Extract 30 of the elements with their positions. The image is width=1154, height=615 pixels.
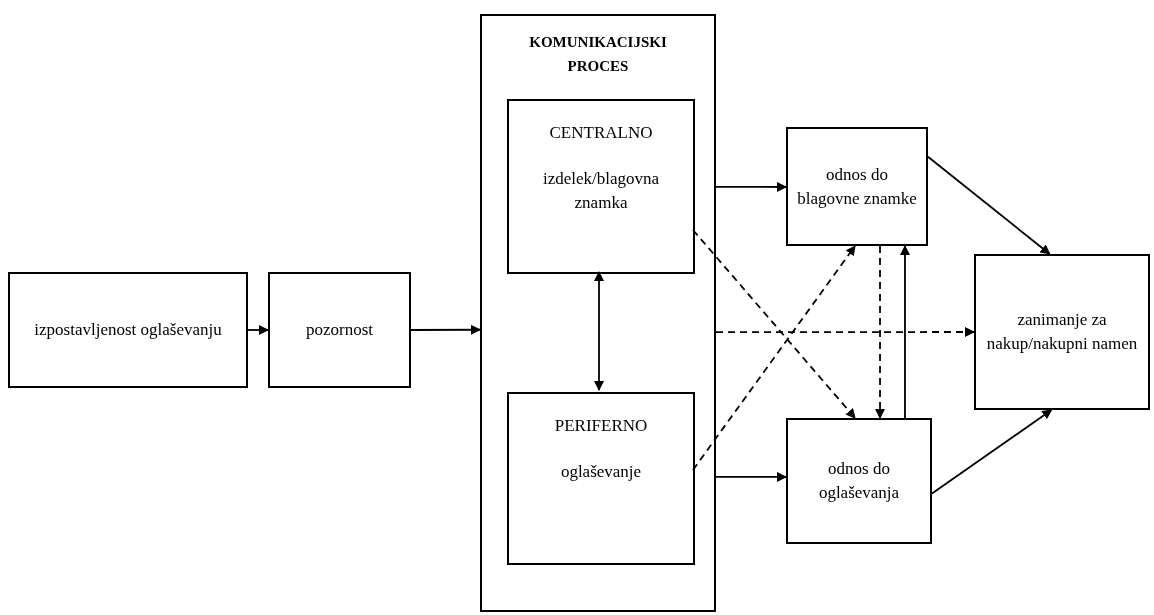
arrow	[715, 327, 975, 337]
process-container	[480, 14, 716, 612]
arrow	[715, 471, 787, 482]
arrow	[692, 229, 856, 419]
arrow	[900, 245, 910, 419]
box-heading: PERIFERNO	[554, 415, 648, 437]
arrow	[247, 325, 269, 335]
arrow	[692, 245, 856, 471]
box-text: pozornost	[305, 319, 373, 341]
arrow	[715, 181, 787, 192]
box-text: izpostavljenost oglaševanju	[34, 319, 222, 341]
arrow	[927, 155, 1051, 255]
process-box	[268, 272, 411, 388]
box-text: odnos do blagovne znamke	[796, 163, 918, 210]
process-box	[786, 127, 928, 246]
box-heading: CENTRALNO	[549, 122, 653, 144]
box-text: odnos do oglaševanja	[817, 458, 901, 504]
box-text: izdelek/blagovna znamka	[541, 168, 661, 214]
arrow	[594, 271, 604, 391]
box-text: zanimanje za nakup/nakupni namen	[985, 309, 1139, 355]
process-box	[786, 418, 932, 544]
process-box	[974, 254, 1150, 410]
arrow	[875, 245, 885, 419]
process-box	[507, 392, 695, 565]
arrow	[931, 409, 1053, 495]
arrow	[410, 324, 481, 335]
box-text: oglaševanje	[560, 461, 642, 483]
container-title: KOMUNIKACIJSKI PROCES	[528, 33, 668, 76]
process-box	[8, 272, 248, 388]
process-box	[507, 99, 695, 274]
